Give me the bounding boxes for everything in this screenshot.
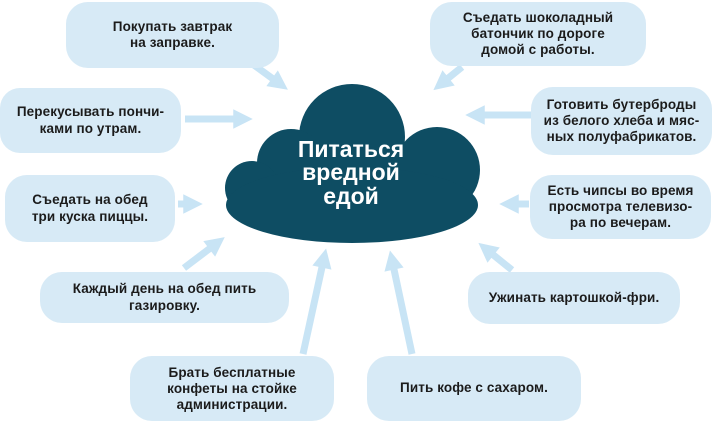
bubble-soda-every-lunch: Каждый день на обед пить газировку. <box>40 272 289 323</box>
bubble-chocolate-bar-on-way-home: Съедать шоколадный батончик по дороге до… <box>430 2 646 66</box>
bubble-french-fries-for-dinner: Ужинать картошкой-фри. <box>468 272 680 324</box>
arrow-from-chocolate-bar <box>433 64 465 91</box>
cloud-label: Питаться вредной едой <box>297 135 405 209</box>
central-cloud-node: Питаться вредной едой <box>222 84 480 244</box>
bubble-white-bread-meat-sandwiches: Готовить бутерброды из белого хлеба и мя… <box>531 87 712 155</box>
arrow-from-fries-dinner <box>478 242 515 273</box>
arrow-from-coffee-sugar <box>384 250 416 355</box>
arrow-from-soda-lunch <box>181 237 225 271</box>
bubble-coffee-with-sugar: Пить кофе с сахаром. <box>367 356 581 421</box>
bubble-three-pizza-slices-at-lunch: Съедать на обед три куска пиццы. <box>5 175 175 242</box>
bubble-free-candy-at-front-desk: Брать бесплатные конфеты на стойке админ… <box>130 356 334 421</box>
bubble-donut-snack-in-morning: Перекусывать пончи- ками по утрам. <box>0 88 181 153</box>
bubble-chips-while-watching-tv: Есть чипсы во время просмотра телевизо- … <box>530 175 711 239</box>
bubble-buy-breakfast-at-gas-station: Покупать завтрак на заправке. <box>66 2 279 68</box>
cloud-shape-icon <box>225 84 480 243</box>
arrow-from-free-candy <box>299 248 332 355</box>
